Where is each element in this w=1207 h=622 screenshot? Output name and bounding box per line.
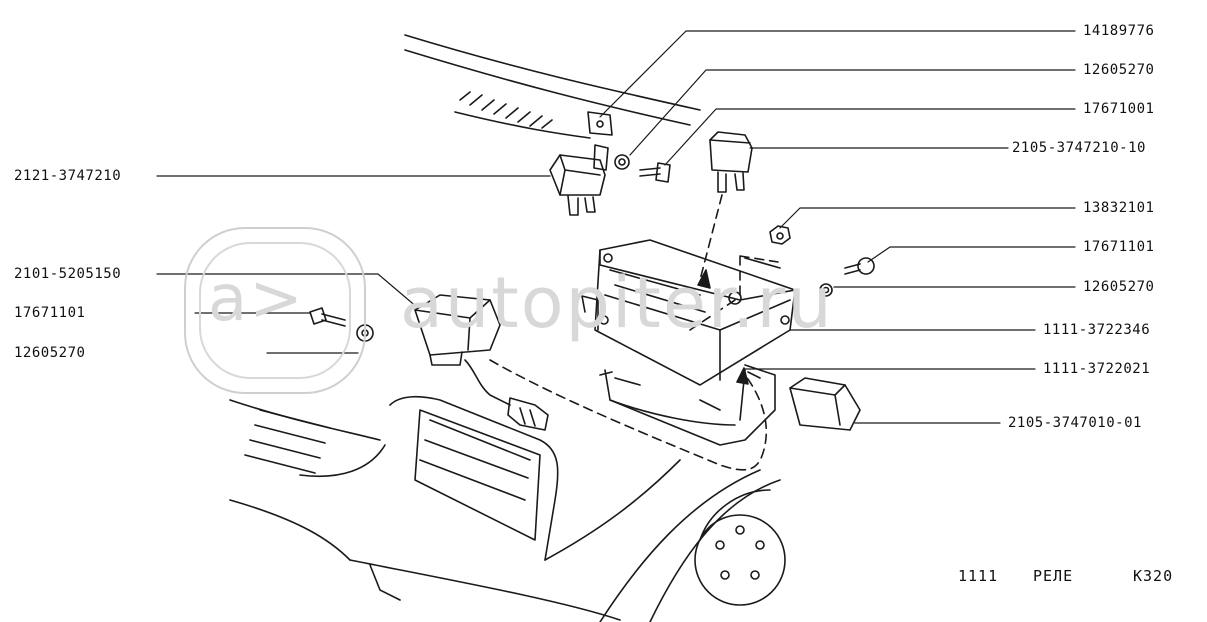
car-body-outline bbox=[229, 395, 786, 622]
arrow-up-icon bbox=[736, 367, 749, 385]
assembly-dashed-lines bbox=[489, 194, 779, 471]
leader-lines bbox=[156, 30, 1076, 424]
watermark-logo-text: a> bbox=[208, 262, 305, 336]
arrow-up-icon bbox=[697, 269, 711, 289]
part-label: 2101-5205150 bbox=[14, 266, 122, 282]
part-label: 17671001 bbox=[1083, 101, 1155, 117]
part-label: 12605270 bbox=[14, 345, 86, 361]
nut-13832101 bbox=[744, 225, 791, 269]
part-label: 1111-3722021 bbox=[1043, 361, 1151, 377]
footer-model: 1111 bbox=[958, 567, 999, 585]
footer-title: РЕЛЕ bbox=[1033, 567, 1074, 585]
relay-2121 bbox=[549, 111, 613, 216]
part-label: 12605270 bbox=[1083, 279, 1155, 295]
part-label: 13832101 bbox=[1083, 200, 1155, 216]
watermark-text: autopiter.ru bbox=[400, 262, 834, 344]
part-label: 2121-3747210 bbox=[14, 168, 122, 184]
footer-code: K320 bbox=[1133, 567, 1174, 585]
screw-17671101-right bbox=[819, 257, 875, 297]
part-label: 2105-3747210-10 bbox=[1012, 140, 1146, 156]
part-label: 12605270 bbox=[1083, 62, 1155, 78]
part-label: 14189776 bbox=[1083, 23, 1155, 39]
hood-outline bbox=[404, 34, 701, 139]
part-label: 17671101 bbox=[1083, 239, 1155, 255]
part-label: 2105-3747010-01 bbox=[1008, 415, 1142, 431]
part-label: 17671101 bbox=[14, 305, 86, 321]
relay-2105-01 bbox=[789, 377, 861, 431]
relay-2101-5205150 bbox=[414, 294, 549, 431]
part-label: 1111-3722346 bbox=[1043, 322, 1151, 338]
